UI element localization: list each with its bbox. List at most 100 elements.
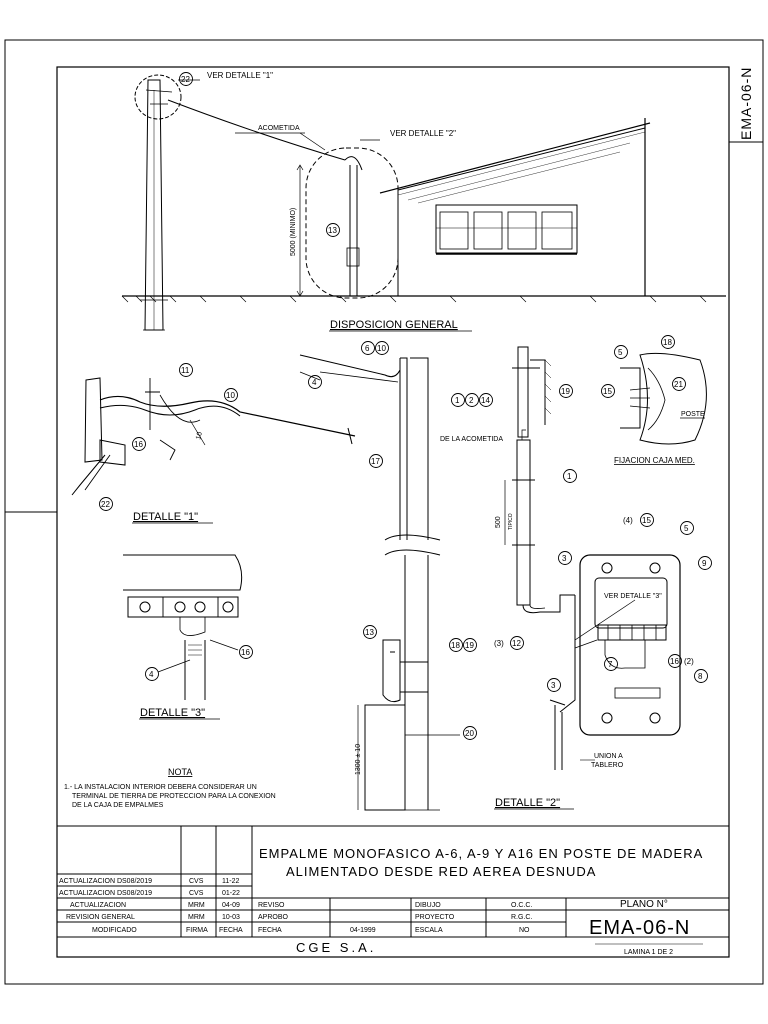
title-block [57, 825, 729, 945]
callout-19-d2: 19 [561, 387, 570, 396]
rev-3-desc: ACTUALIZACION [70, 902, 126, 909]
callout-4-d3: 4 [149, 670, 154, 679]
callout-16-d2: 16 [670, 657, 679, 666]
label-poste: POSTE [681, 411, 705, 418]
row-2-value2: R.G.C. [511, 914, 532, 921]
label-typical: TIPICO [508, 513, 514, 530]
callout-7: 7 [608, 660, 613, 669]
label-tablero: TABLERO [591, 762, 624, 769]
view-title-detail1: DETALLE "1" [133, 511, 198, 523]
callout-18-fix: 18 [663, 338, 672, 347]
callout-group-4: (4) [623, 516, 633, 525]
rev-1-desc: ACTUALIZACION DS08/2019 [59, 878, 152, 885]
row-2-key: APROBO [258, 914, 289, 921]
label-see-detail2: VER DETALLE "2" [390, 129, 456, 138]
callout-group-2: (2) [684, 657, 694, 666]
note-line-1: 1.- LA INSTALACION INTERIOR DEBERA CONSI… [64, 784, 257, 791]
callout-22-top: 22 [181, 75, 190, 84]
plano-number: EMA-06-N [589, 917, 690, 939]
callout-group-3: (3) [494, 639, 504, 648]
rev-3-date: 04-09 [222, 902, 240, 909]
callout-1-d2: 1 [567, 472, 572, 481]
callout-4-pole: 4 [312, 378, 317, 387]
view-title-general: DISPOSICION GENERAL [330, 319, 458, 331]
label-de-la-acometida: DE LA ACOMETIDA [440, 436, 503, 443]
callout-18-pole: 18 [451, 641, 460, 650]
label-see-detail3: VER DETALLE "3" [604, 593, 662, 600]
callout-15-d2: 15 [642, 516, 651, 525]
row-1-key: REVISO [258, 902, 285, 909]
callout-9: 9 [702, 559, 707, 568]
rev-1-date: 11-22 [222, 878, 239, 885]
callout-19-pole: 19 [465, 641, 474, 650]
rev-2-desc: ACTUALIZACION DS08/2019 [59, 890, 152, 897]
rev-5-date: FECHA [219, 927, 243, 934]
label-acometida: ACOMETIDA [258, 125, 300, 132]
note-line-3: DE LA CAJA DE EMPALMES [72, 802, 164, 809]
min-height-dim: 5000 (MINIMO) [290, 208, 297, 256]
rev-2-by: CVS [189, 890, 204, 897]
callout-16-d1: 16 [134, 440, 143, 449]
row-1-key2: DIBUJO [415, 902, 441, 909]
rev-1-by: CVS [189, 878, 204, 885]
detail1-view [71, 377, 356, 496]
detail2-view [504, 346, 681, 770]
view-title-detail3: DETALLE "3" [140, 707, 205, 719]
callout-8: 8 [698, 672, 703, 681]
callout-10-d1: 10 [226, 391, 235, 400]
pole-elevation-view [299, 354, 460, 811]
callout-20: 20 [465, 729, 474, 738]
callout-11: 11 [181, 366, 190, 375]
callout-21: 21 [674, 380, 683, 389]
callout-12: 12 [512, 639, 521, 648]
rev-2-date: 01-22 [222, 890, 240, 897]
callout-15-fix: 15 [603, 387, 612, 396]
general-layout-view: 5000 (MINIMO) [121, 74, 726, 331]
title-line-2: ALIMENTADO DESDE RED AEREA DESNUDA [286, 864, 596, 879]
note-heading: NOTA [168, 767, 192, 777]
side-code: EMA-06-N [738, 67, 754, 140]
detail3-view [123, 554, 243, 700]
callout-16-d3: 16 [241, 648, 250, 657]
row-3-key2: ESCALA [415, 927, 443, 934]
rev-5-by: FIRMA [186, 927, 208, 934]
row-2-key2: PROYECTO [415, 914, 455, 921]
plano-label: PLANO N° [620, 899, 668, 910]
row-1-value2: O.C.C. [511, 902, 532, 909]
rev-4-desc: REVISION GENERAL [66, 914, 135, 921]
company-name: CGE S.A. [296, 940, 376, 955]
callout-10-pole: 10 [377, 344, 386, 353]
callout-1-top: 1 [455, 396, 460, 405]
callout-5-fix: 5 [618, 348, 623, 357]
box-fixing-view [620, 352, 707, 445]
label-union-a: UNION A [594, 753, 623, 760]
outer-border [4, 39, 764, 985]
title-line-1: EMPALME MONOFASICO A-6, A-9 Y A16 EN POS… [259, 846, 703, 861]
callout-17: 17 [371, 457, 380, 466]
view-title-fixing: FIJACION CAJA MED. [614, 456, 695, 465]
callout-13-general: 13 [328, 226, 337, 235]
label-see-detail1: VER DETALLE "1" [207, 71, 273, 80]
row-3-value2: NO [519, 927, 530, 934]
rev-3-by: MRM [188, 902, 205, 909]
service-drop-cable [167, 99, 346, 161]
callout-6: 6 [365, 344, 370, 353]
callout-3-lower: 3 [551, 681, 556, 690]
callout-14: 14 [481, 396, 490, 405]
callout-22-d1: 22 [101, 500, 110, 509]
rev-4-by: MRM [188, 914, 205, 921]
detail1-marker [134, 74, 182, 120]
callout-13-pole: 13 [365, 628, 374, 637]
note-line-2: TERMINAL DE TIERRA DE PROTECCION PARA LA… [72, 793, 276, 800]
row-3-key: FECHA [258, 927, 282, 934]
callouts: 22 13 6 10 4 11 10 16 22 4 16 17 13 18 1… [99, 72, 712, 740]
meter-box [579, 554, 681, 736]
callout-2-top: 2 [469, 396, 474, 405]
dim-10: 10 [195, 431, 204, 440]
label-spacing: 500 [495, 516, 502, 528]
sheet-number: LAMINA 1 DE 2 [624, 949, 673, 956]
dim-1300: 1300 ± 10 [355, 744, 362, 775]
rev-5-desc: MODIFICADO [92, 927, 137, 934]
detail2-marker [305, 147, 399, 299]
